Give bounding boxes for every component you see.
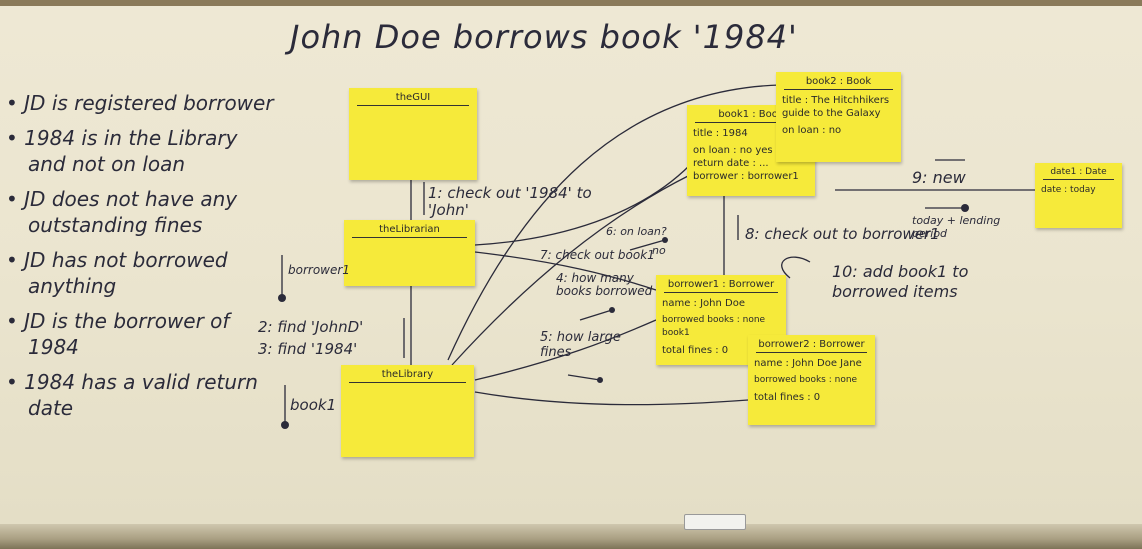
message-5: 5: how large fines xyxy=(540,330,621,360)
message-6: 6: on loan? xyxy=(606,225,667,238)
eraser xyxy=(684,514,746,530)
condition-item: JD has not borrowed anything xyxy=(6,247,276,299)
return-book1: book1 xyxy=(290,396,337,414)
arrow-m4 xyxy=(579,309,613,321)
arrow-m6 xyxy=(629,239,666,251)
message-7: 7: check out book1 xyxy=(540,248,655,262)
object-name: book1 : Book xyxy=(695,105,807,123)
marker-tray xyxy=(0,524,1142,549)
attribute: on loan : no yes xyxy=(693,145,773,156)
condition-item: JD is the borrower of 1984 xyxy=(6,308,276,360)
link-library-book2 xyxy=(447,84,781,361)
attribute: return date : ... xyxy=(693,158,769,169)
return-dot-m5 xyxy=(597,377,603,383)
attribute: date : today xyxy=(1041,185,1096,195)
attribute: title : 1984 xyxy=(693,128,748,139)
message-3: 3: find '1984' xyxy=(258,340,358,358)
link-library-book1 xyxy=(451,174,691,366)
return-borrower1: borrower1 xyxy=(288,263,350,277)
object-name: theLibrarian xyxy=(352,220,467,238)
message-1: 1: check out '1984' to 'John' xyxy=(428,184,592,219)
attribute: borrowed books : none xyxy=(754,375,858,385)
attribute: borrowed books : none book1 xyxy=(662,315,766,338)
condition-item: 1984 is in the Library and not on loan xyxy=(6,125,276,177)
arrow-m5 xyxy=(567,374,601,381)
message-9: 9: new xyxy=(912,168,966,187)
message-4: 4: how many books borrowed xyxy=(556,271,653,298)
diagram-title: John Doe borrows book '1984' xyxy=(290,18,798,56)
return-dot-borrower xyxy=(278,294,286,302)
return-dot-m4 xyxy=(609,307,615,313)
condition-item: JD does not have any outstanding fines xyxy=(6,186,276,238)
attribute: borrower : borrower1 xyxy=(693,171,799,182)
condition-item: 1984 has a valid return date xyxy=(6,369,276,421)
message-6-reply: no xyxy=(652,244,666,257)
return-dot-book xyxy=(281,421,289,429)
sticky-book2: book2 : Book title : The Hitchhikers gui… xyxy=(776,72,901,162)
attribute: name : John Doe xyxy=(662,298,745,309)
link-library-borrower2 xyxy=(474,391,749,406)
link-librarian-book1 xyxy=(474,164,691,246)
sticky-the-gui: theGUI xyxy=(349,88,477,180)
self-loop-borrower1 xyxy=(781,256,811,279)
object-name: theGUI xyxy=(357,88,469,106)
object-name: borrower2 : Borrower xyxy=(756,335,867,353)
return-dot-m6 xyxy=(662,237,668,243)
condition-list: JD is registered borrower 1984 is in the… xyxy=(6,90,276,430)
object-name: date1 : Date xyxy=(1043,163,1114,180)
object-name: borrower1 : Borrower xyxy=(664,275,778,293)
message-2: 2: find 'JohnD' xyxy=(258,318,364,336)
sticky-the-library: theLibrary xyxy=(341,365,474,457)
condition-item: JD is registered borrower xyxy=(6,90,276,116)
attribute: total fines : 0 xyxy=(754,392,821,403)
return-date: today + lending period xyxy=(912,214,1001,240)
sticky-date1: date1 : Date date : today xyxy=(1035,163,1122,228)
link-library-borrower1 xyxy=(474,319,657,381)
sticky-borrower2: borrower2 : Borrower name : John Doe Jan… xyxy=(748,335,875,425)
sticky-the-librarian: theLibrarian xyxy=(344,220,475,286)
attribute: total fines : 0 xyxy=(662,345,729,356)
attribute: title : The Hitchhikers guide to the Gal… xyxy=(782,95,890,119)
attribute: name : John Doe Jane xyxy=(754,358,862,369)
attribute: on loan : no xyxy=(782,125,842,136)
message-10: 10: add book1 to borrowed items xyxy=(832,262,969,301)
return-dot-date xyxy=(961,204,969,212)
message-8: 8: check out to borrower1 xyxy=(745,225,940,243)
object-name: theLibrary xyxy=(349,365,466,383)
object-name: book2 : Book xyxy=(784,72,893,90)
